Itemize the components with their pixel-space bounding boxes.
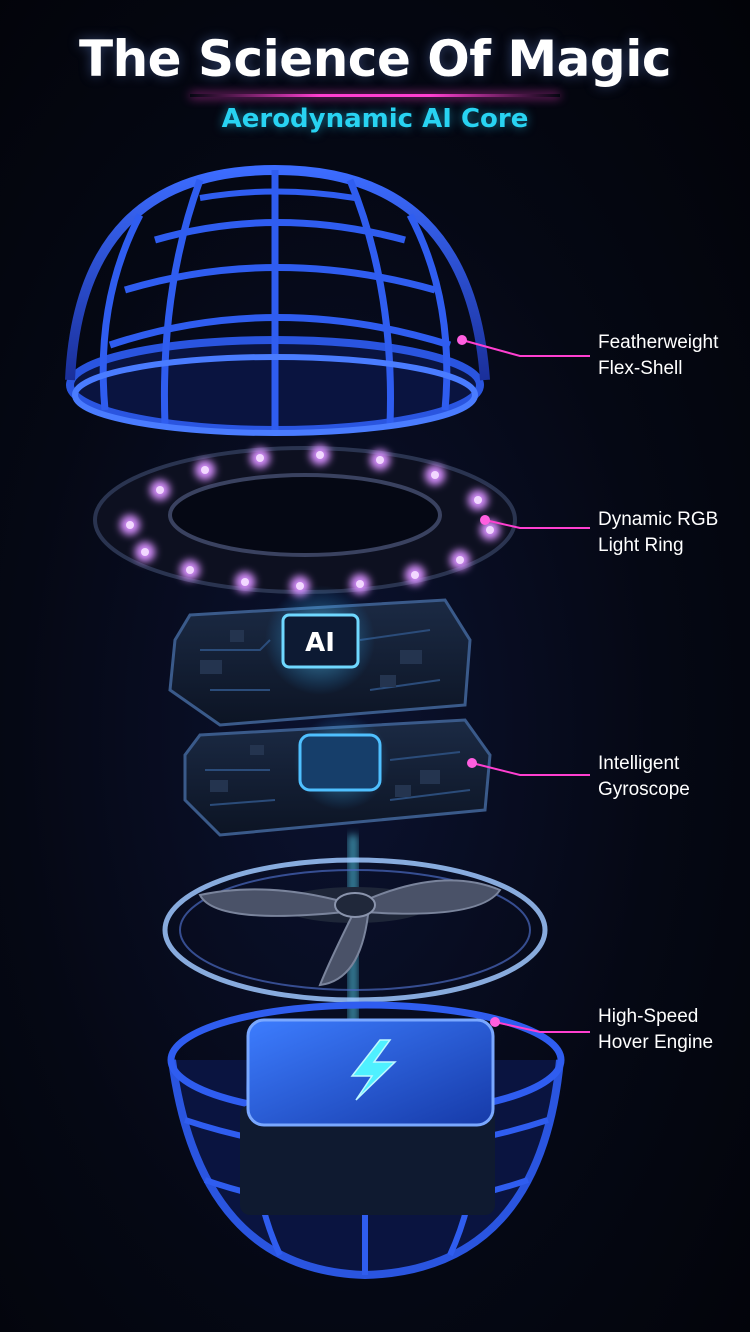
battery-pack xyxy=(240,1018,495,1215)
ai-chip-label: AI xyxy=(305,628,335,658)
page-title: The Science Of Magic xyxy=(78,30,672,88)
gyroscope-module xyxy=(298,733,382,792)
callout-hover-engine: High-Speed Hover Engine xyxy=(598,1004,713,1056)
callout-gyroscope: Intelligent Gyroscope xyxy=(598,751,690,803)
callout-leader-lines xyxy=(461,339,590,1033)
callout-flex-shell: Featherweight Flex-Shell xyxy=(598,330,718,382)
callout-line1: Featherweight xyxy=(598,332,719,353)
gyroscope-board xyxy=(183,714,492,837)
callout-line1: Intelligent xyxy=(598,753,680,774)
hover-engine-propeller xyxy=(162,857,548,1003)
callout-line1: Dynamic RGB xyxy=(598,509,719,530)
title-underline xyxy=(190,94,560,97)
ai-chip-icon xyxy=(281,613,360,669)
rgb-light-ring xyxy=(93,445,517,596)
callout-dots xyxy=(457,335,500,1027)
flex-shell-dome xyxy=(65,164,490,436)
callout-light-ring: Dynamic RGB Light Ring xyxy=(598,507,718,559)
callout-line1: High-Speed xyxy=(598,1006,699,1027)
callout-line2: Gyroscope xyxy=(598,779,690,800)
lightning-bolt-icon xyxy=(350,1039,397,1101)
callout-line2: Flex-Shell xyxy=(598,358,683,379)
callout-line2: Hover Engine xyxy=(598,1032,714,1053)
page-subtitle: Aerodynamic AI Core xyxy=(221,104,529,134)
callout-line2: Light Ring xyxy=(598,535,684,556)
ai-circuit-board: AI xyxy=(168,585,472,727)
